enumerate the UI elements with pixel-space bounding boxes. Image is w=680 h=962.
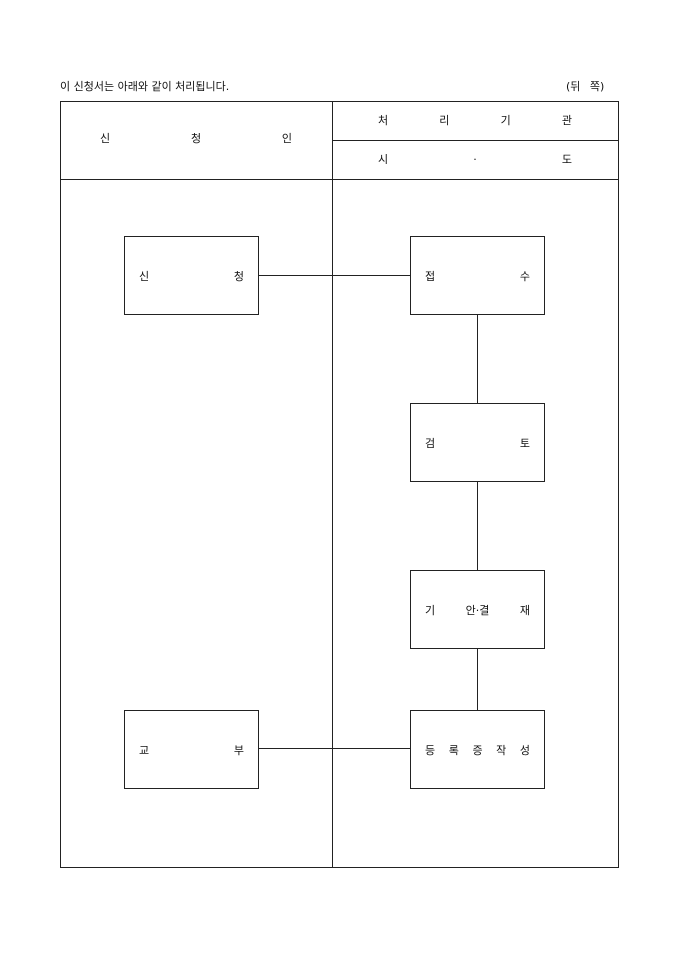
header-bottom-line: [60, 179, 618, 180]
step-char: 등: [425, 743, 436, 757]
header-region: 시 · 도: [378, 151, 572, 167]
step-char: 작: [496, 743, 507, 757]
step-char: 수: [519, 269, 530, 283]
page-side-label: (뒤 쪽): [566, 80, 605, 93]
header-agency: 처 리 기 관: [378, 112, 572, 128]
step-char: 토: [519, 436, 530, 450]
step-char: 기: [425, 603, 436, 617]
header-applicant: 신 청 인: [100, 130, 292, 146]
step-char: 검: [425, 436, 436, 450]
step-char: 성: [519, 743, 530, 757]
step-char: 록: [448, 743, 459, 757]
header-char: 기: [500, 114, 511, 127]
header-char: ·: [473, 152, 477, 166]
step-issue: 교 부: [124, 710, 259, 789]
step-char: 안·결: [465, 603, 490, 617]
header-char: 리: [439, 114, 450, 127]
header-char: 청: [190, 132, 202, 145]
header-char: 신: [100, 132, 111, 145]
process-table: [60, 101, 619, 868]
header-char: 처: [378, 114, 389, 127]
step-char: 재: [519, 603, 530, 617]
column-divider: [332, 101, 333, 867]
step-apply: 신 청: [124, 236, 259, 315]
step-char: 증: [472, 743, 483, 757]
step-char: 부: [233, 743, 244, 757]
step-char: 접: [425, 269, 436, 283]
step-char: 교: [139, 743, 150, 757]
header-row-divider: [332, 140, 618, 141]
connector-register-issue: [258, 748, 410, 749]
connector-apply-receive: [258, 275, 410, 276]
step-approve: 기 안·결 재: [410, 570, 545, 649]
header-char: 도: [561, 153, 572, 166]
step-char: 신: [139, 269, 150, 283]
step-char: 청: [233, 269, 244, 283]
step-receive: 접 수: [410, 236, 545, 315]
intro-text: 이 신청서는 아래와 같이 처리됩니다.: [60, 80, 230, 93]
header-char: 인: [281, 132, 292, 145]
header-char: 관: [561, 114, 572, 127]
connector-vertical: [477, 314, 478, 710]
step-review: 검 토: [410, 403, 545, 482]
header-char: 시: [378, 153, 389, 166]
step-register: 등 록 증 작 성: [410, 710, 545, 789]
